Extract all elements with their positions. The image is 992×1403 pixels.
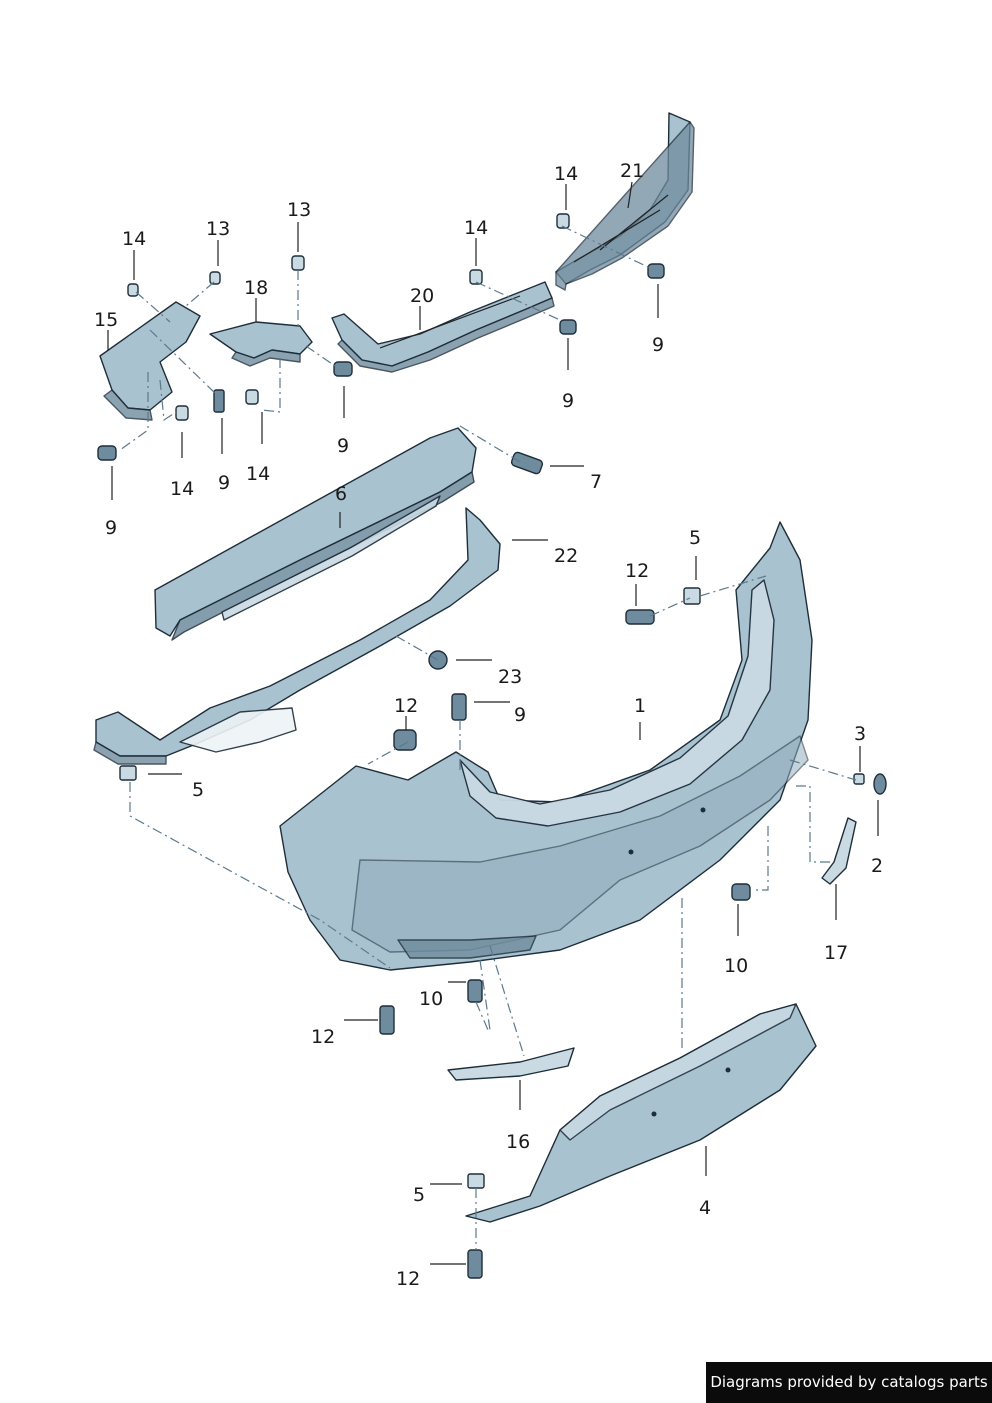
part-2-cap [873, 773, 887, 795]
screw-9f [451, 693, 467, 721]
callout-20: 20 [410, 285, 434, 307]
callout-9-bumper: 9 [514, 704, 526, 726]
clip-13b [291, 255, 305, 271]
callout-12-mid: 12 [394, 695, 418, 717]
callout-16: 16 [506, 1131, 530, 1153]
callout-21: 21 [620, 160, 644, 182]
callout-1: 1 [634, 695, 646, 717]
callout-9-far-left: 9 [105, 517, 117, 539]
clip-14a [127, 283, 139, 297]
callout-5-top: 5 [689, 527, 701, 549]
screw-9b [333, 361, 353, 377]
watermark-text: Diagrams provided by catalogs parts [710, 1373, 988, 1391]
callout-labels: 1 2 3 4 5 5 5 6 7 9 9 9 9 9 9 10 10 12 1… [94, 160, 883, 1290]
callout-22: 22 [554, 545, 578, 567]
callout-2: 2 [871, 855, 883, 877]
fasteners [97, 213, 865, 1279]
part-16-reflector-trim [447, 1047, 575, 1081]
part-22-carrier [93, 507, 501, 765]
callout-15: 15 [94, 309, 118, 331]
callout-10-left: 10 [419, 988, 443, 1010]
clip-14b [469, 269, 483, 285]
callout-12-top: 12 [625, 560, 649, 582]
callout-9-center: 9 [337, 435, 349, 457]
clip-13a [209, 271, 221, 285]
callout-23: 23 [498, 666, 522, 688]
callout-14-top-right: 14 [554, 163, 578, 185]
callout-12-bottom: 12 [396, 1268, 420, 1290]
screw-9a [213, 389, 225, 413]
callout-5-bottom: 5 [413, 1184, 425, 1206]
callout-5-left: 5 [192, 779, 204, 801]
screw-9d [647, 263, 665, 279]
callout-6: 6 [335, 483, 347, 505]
part-1-bumper-cover [279, 521, 813, 971]
part-20-upper-guide-center [331, 281, 555, 373]
part-6-impact-beam [154, 427, 477, 641]
screw-10a [731, 883, 751, 901]
callout-4: 4 [699, 1197, 711, 1219]
clip-5a [683, 587, 701, 605]
part-17-side-trim [821, 817, 857, 885]
clip-5b [119, 765, 137, 781]
part-4-lower-diffuser [465, 1003, 817, 1223]
clip-3 [853, 773, 865, 785]
callout-14-bottom-left: 14 [170, 478, 194, 500]
screw-9e [97, 445, 117, 461]
part-18-small-bracket [209, 321, 313, 367]
callout-14-top-left: 14 [122, 228, 146, 250]
clip-14e [245, 389, 259, 405]
callout-9-left: 9 [218, 472, 230, 494]
screw-12c [379, 1005, 395, 1035]
callout-12-low: 12 [311, 1026, 335, 1048]
screw-12a [625, 609, 655, 625]
clip-5c [467, 1173, 485, 1189]
callout-9-right: 9 [652, 334, 664, 356]
screw-7 [510, 451, 544, 475]
callout-3: 3 [854, 723, 866, 745]
assembly-lines [119, 225, 857, 1250]
clip-14c [556, 213, 570, 229]
callout-10-right: 10 [724, 955, 748, 977]
callout-7: 7 [590, 471, 602, 493]
callout-17: 17 [824, 942, 848, 964]
screw-12b [393, 729, 417, 751]
callout-13-left: 13 [206, 218, 230, 240]
callout-9-mid: 9 [562, 390, 574, 412]
callout-18: 18 [244, 277, 268, 299]
leader-lines [107, 181, 879, 1265]
screw-10b [467, 979, 483, 1003]
watermark-banner: Diagrams provided by catalogs parts [706, 1362, 992, 1403]
callout-14-center: 14 [464, 217, 488, 239]
clip-14d [175, 405, 189, 421]
part-21-upper-guide-right [555, 112, 695, 291]
callout-13-right: 13 [287, 199, 311, 221]
part-15-left-bracket [99, 301, 201, 421]
screw-12d [467, 1249, 483, 1279]
callout-14-bottom: 14 [246, 463, 270, 485]
screw-9c [559, 319, 577, 335]
